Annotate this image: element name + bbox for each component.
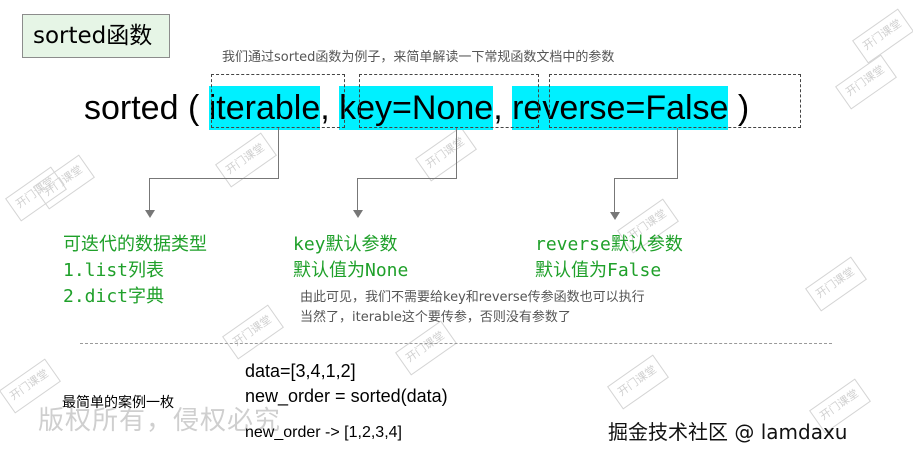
connector-line — [677, 128, 678, 178]
watermark-stamp: 开门课堂 — [215, 132, 277, 188]
watermark-stamp: 开门课堂 — [222, 304, 284, 360]
connector-line — [149, 178, 279, 179]
connector-line — [278, 128, 279, 178]
watermark-stamp: 开门课堂 — [835, 54, 897, 110]
watermark-stamp: 开门课堂 — [805, 256, 867, 312]
example-label: 最简单的案例一枚 — [62, 395, 174, 411]
function-signature: sorted ( iterable, key=None, reverse=Fal… — [84, 86, 749, 130]
annotation-line: key默认参数 — [293, 234, 398, 255]
note-line: 当然了，iterable这个要传参，否则没有参数了 — [300, 310, 571, 325]
annotation-line: 默认值为None — [293, 260, 409, 281]
watermark-stamp: 开门课堂 — [607, 354, 669, 410]
watermark-stamp: 开门课堂 — [395, 320, 457, 376]
arrow-down-icon — [610, 212, 620, 220]
connector-line — [149, 178, 150, 210]
explanation-note: 由此可见，我们不需要给key和reverse传参函数也可以执行 当然了，iter… — [300, 288, 645, 328]
connector-line — [614, 178, 615, 212]
annotation-line: reverse默认参数 — [535, 234, 683, 255]
signature-prefix: sorted ( — [84, 89, 209, 127]
page-title: sorted函数 — [22, 14, 170, 58]
watermark-stamp: 开门课堂 — [33, 154, 95, 210]
connector-line — [456, 128, 457, 178]
connector-line — [614, 178, 678, 179]
annotation-line: 可迭代的数据类型 — [63, 234, 207, 255]
param-key: key=None — [339, 86, 494, 130]
intro-note: 我们通过sorted函数为例子，来简单解读一下常规函数文档中的参数 — [222, 50, 615, 65]
signature-comma: , — [320, 89, 340, 127]
key-annotation: key默认参数 默认值为None — [293, 232, 408, 284]
connector-line — [357, 178, 457, 179]
arrow-down-icon — [353, 210, 363, 218]
separator-line — [80, 343, 832, 344]
connector-line — [357, 178, 358, 210]
watermark-stamp: 开门课堂 — [415, 126, 477, 182]
watermark-stamp: 开门课堂 — [852, 8, 913, 64]
note-line: 由此可见，我们不需要给key和reverse传参函数也可以执行 — [300, 290, 645, 305]
param-reverse: reverse=False — [512, 86, 729, 130]
code-line: data=[3,4,1,2] — [245, 361, 356, 381]
copyright-watermark: 版权所有，侵权必究 — [38, 406, 282, 436]
code-line: new_order -> [1,2,3,4] — [245, 424, 402, 441]
signature-suffix: ) — [728, 89, 750, 127]
arrow-down-icon — [145, 210, 155, 218]
reverse-dash-box — [549, 74, 801, 128]
footer-credit: 掘金技术社区 @ lamdaxu — [608, 420, 848, 444]
param-iterable: iterable — [208, 86, 321, 130]
signature-comma: , — [493, 89, 513, 127]
annotation-line: 1.list列表 — [63, 260, 165, 281]
annotation-line: 默认值为False — [535, 260, 662, 281]
code-line: new_order = sorted(data) — [245, 386, 448, 406]
annotation-line: 2.dict字典 — [63, 286, 165, 307]
key-dash-box — [359, 74, 539, 128]
reverse-annotation: reverse默认参数 默认值为False — [535, 232, 683, 284]
iterable-annotation: 可迭代的数据类型 1.list列表 2.dict字典 — [63, 232, 207, 310]
iterable-dash-box — [211, 74, 345, 128]
